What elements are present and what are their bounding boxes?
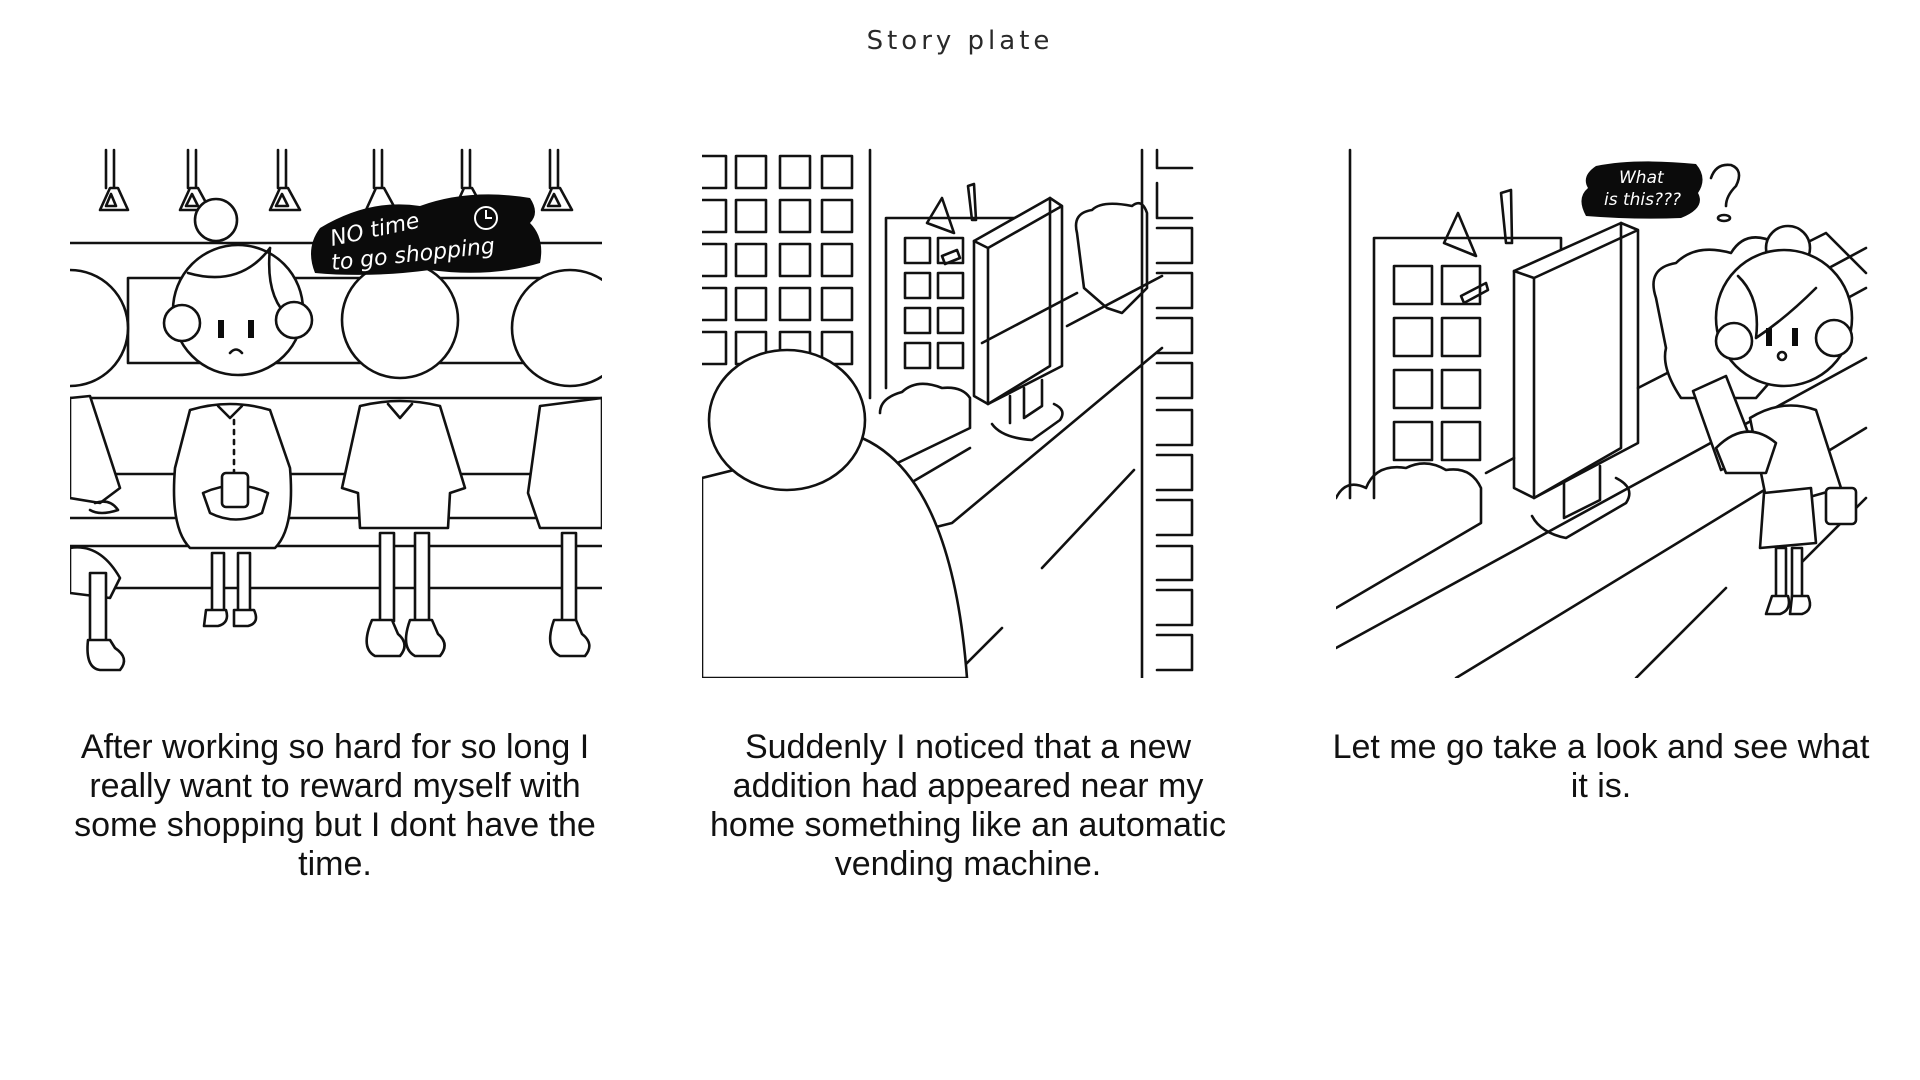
passenger-left: [70, 268, 130, 672]
panel-3-caption: Let me go take a look and see what it is…: [1332, 728, 1870, 805]
back-building: [884, 182, 1022, 390]
panel-2-caption: Suddenly I noticed that a new addition h…: [710, 728, 1226, 883]
vending-machine: [972, 196, 1064, 442]
question-mark-icon: [1709, 163, 1741, 223]
main-character-sad: [162, 197, 314, 628]
passenger-right: [510, 268, 602, 658]
panel-1-caption: After working so hard for so long I real…: [74, 728, 596, 883]
speech-bubble-no-time: NO time to go shopping: [311, 194, 542, 276]
story-panel-3: What is this???: [1336, 148, 1868, 678]
vending-machine: [1512, 221, 1640, 540]
passenger-middle: [340, 260, 467, 658]
speech-line-2: is this???: [1604, 190, 1681, 210]
main-character-curious: [1652, 224, 1858, 616]
clock-icon: [474, 206, 498, 230]
subway-illustration: NO time to go shopping: [70, 148, 602, 672]
story-panel-2: [702, 148, 1234, 678]
page-title: Story plate: [866, 26, 1054, 56]
hand-strap-icons: [98, 148, 574, 212]
street-illustration: [702, 148, 1194, 678]
building-left: [1348, 148, 1563, 500]
observer-back-of-head: [702, 348, 969, 678]
story-panel-1: NO time to go shopping: [70, 148, 602, 678]
street: [878, 148, 1194, 678]
speech-bubble-what-is-this: What is this???: [1581, 161, 1741, 223]
speech-line-1: What: [1619, 168, 1665, 188]
approach-illustration: What is this???: [1336, 148, 1868, 678]
